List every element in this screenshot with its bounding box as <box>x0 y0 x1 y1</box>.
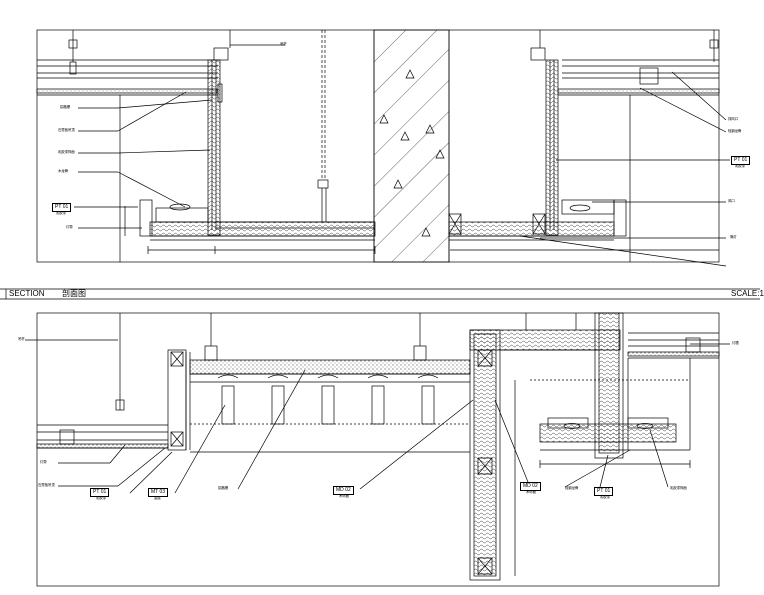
upper-tag-name-left: 乳胶漆 <box>56 211 66 215</box>
upper-note-4: 木龙骨 <box>58 169 68 173</box>
lower-note-2: 石膏板吊顶 <box>38 483 55 487</box>
upper-right-trough <box>448 199 719 251</box>
lower-right-beam <box>469 312 720 459</box>
upper-concrete-column <box>373 29 450 263</box>
lower-tag-pt01-right: PT 01 <box>594 487 614 496</box>
lower-note-1: 灯带 <box>40 460 47 464</box>
section-title-cn: 剖面图 <box>62 289 86 298</box>
lower-right-column <box>469 329 516 581</box>
upper-detail <box>36 29 730 267</box>
lower-tag-mt03: MT 03 <box>148 488 169 497</box>
lower-tag-name-5: 乳胶漆 <box>600 495 610 499</box>
lower-tag-name-2: 金属 <box>154 496 161 500</box>
upper-right-wall <box>448 30 559 236</box>
lower-left-column <box>167 349 191 451</box>
section-title: SECTION <box>9 289 45 298</box>
lower-note-3: 铝格栅 <box>218 486 228 490</box>
upper-note-1: 铝格栅 <box>60 105 70 109</box>
lower-tag-name-1: 乳胶漆 <box>96 496 106 500</box>
lower-note-6: 灯槽 <box>732 341 739 345</box>
lower-note-7: 筒灯 <box>730 235 737 239</box>
section-scale: SCALE:1 <box>731 289 764 298</box>
lower-grille-ceiling <box>189 313 471 453</box>
upper-left-ceiling <box>36 30 218 96</box>
lower-right-trough <box>530 379 691 468</box>
lower-detail <box>25 312 730 587</box>
upper-note-5: 灯带 <box>66 225 73 229</box>
upper-tag-pt01-right: PT 01 <box>731 156 751 165</box>
lower-tag-md02-left: MD 02 <box>333 486 354 495</box>
lower-leaders <box>25 339 730 494</box>
upper-note-8: 风口 <box>728 199 735 203</box>
lower-frame <box>36 312 720 587</box>
upper-left-trough <box>124 199 376 241</box>
upper-note-7: 轻钢龙骨 <box>728 129 742 133</box>
upper-note-2: 石膏板吊顶 <box>58 128 75 132</box>
lower-tag-pt01-left: PT 01 <box>90 488 110 497</box>
section-title-bar <box>0 288 760 300</box>
upper-leaders-left <box>74 91 213 229</box>
lower-note-rod: 吊杆 <box>18 337 25 341</box>
upper-hanging-rod <box>317 30 329 222</box>
upper-left-wall <box>119 30 285 262</box>
upper-dimension-left <box>147 246 376 254</box>
lower-tag-md02-right: MD 02 <box>520 482 541 491</box>
lower-tag-name-3: 木饰面 <box>339 494 349 498</box>
lower-note-4: 轻钢龙骨 <box>565 486 579 490</box>
upper-tag-name-right: 乳胶漆 <box>735 164 745 168</box>
lower-note-5: 乳胶漆饰面 <box>670 486 687 490</box>
upper-note-3: 乳胶漆饰面 <box>58 150 75 154</box>
upper-note-6: 排风口 <box>728 117 738 121</box>
lower-tag-name-4: 木饰面 <box>526 490 536 494</box>
upper-tag-pt01-left: PT 01 <box>52 203 72 212</box>
upper-right-ceiling <box>557 30 720 262</box>
lower-left-ceiling <box>36 313 169 449</box>
upper-note-rod: 吊杆 <box>280 42 287 46</box>
upper-leaders-right <box>519 71 730 267</box>
